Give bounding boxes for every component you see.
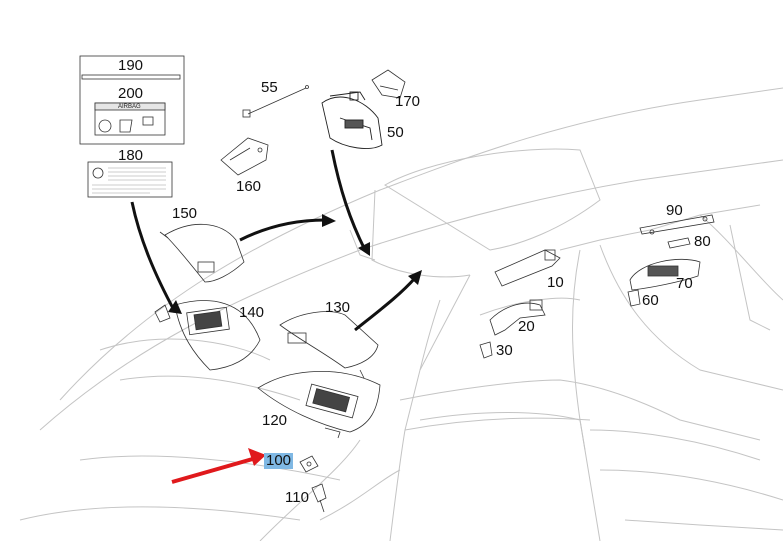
callout-180[interactable]: 180 xyxy=(118,147,144,164)
arrow-180-to-140 xyxy=(130,201,177,313)
part-130-sun-visor xyxy=(279,311,379,379)
part-90-rail xyxy=(639,214,715,235)
part-140-sun-visor xyxy=(154,300,261,371)
airbag-label-text: AIRBAG xyxy=(118,104,141,110)
part-20-grab-handle xyxy=(489,299,546,336)
callout-140[interactable]: 140 xyxy=(239,304,265,321)
callout-160[interactable]: 160 xyxy=(236,178,262,195)
pointer-arrow xyxy=(171,448,266,484)
label-plate-group xyxy=(79,55,185,198)
callout-50[interactable]: 50 xyxy=(387,124,404,141)
part-60-screw xyxy=(627,289,641,307)
part-170-bracket xyxy=(371,69,406,99)
part-80-bulb xyxy=(667,237,691,249)
part-50-overhead-console xyxy=(321,91,383,149)
assembly-arrowheads xyxy=(168,214,422,314)
callout-55[interactable]: 55 xyxy=(261,79,278,96)
callout-10[interactable]: 10 xyxy=(547,274,564,291)
callout-190[interactable]: 190 xyxy=(118,57,144,74)
arrow-50-to-roof xyxy=(330,149,367,251)
callout-200[interactable]: 200 xyxy=(118,85,144,102)
callout-30[interactable]: 30 xyxy=(496,342,513,359)
car-body-outline xyxy=(19,87,783,541)
callout-20[interactable]: 20 xyxy=(518,318,535,335)
part-10-handle-bracket xyxy=(494,249,561,287)
callout-60[interactable]: 60 xyxy=(642,292,659,309)
callout-80[interactable]: 80 xyxy=(694,233,711,250)
callout-110[interactable]: 110 xyxy=(285,489,309,506)
label-190-strip xyxy=(81,74,181,80)
part-70-reading-light xyxy=(629,258,701,291)
callout-150[interactable]: 150 xyxy=(172,205,198,222)
callout-170[interactable]: 170 xyxy=(395,93,421,110)
part-55-cable xyxy=(242,85,309,118)
label-180-plate xyxy=(87,161,173,198)
arrow-150-to-roof xyxy=(239,218,326,242)
part-160-bracket xyxy=(220,137,269,176)
arrow-130-to-roof xyxy=(354,277,417,332)
part-100-clip xyxy=(299,455,319,473)
callout-90[interactable]: 90 xyxy=(666,202,683,219)
callout-70[interactable]: 70 xyxy=(676,275,693,292)
callout-130[interactable]: 130 xyxy=(325,299,351,316)
part-110-screw xyxy=(311,483,327,513)
part-150-sun-visor xyxy=(159,223,245,283)
part-30-screw xyxy=(479,341,493,359)
callout-120[interactable]: 120 xyxy=(262,412,288,429)
callout-100[interactable]: 100 xyxy=(264,452,294,469)
assembly-arrows xyxy=(130,149,417,332)
part-120-sun-visor xyxy=(257,371,381,439)
